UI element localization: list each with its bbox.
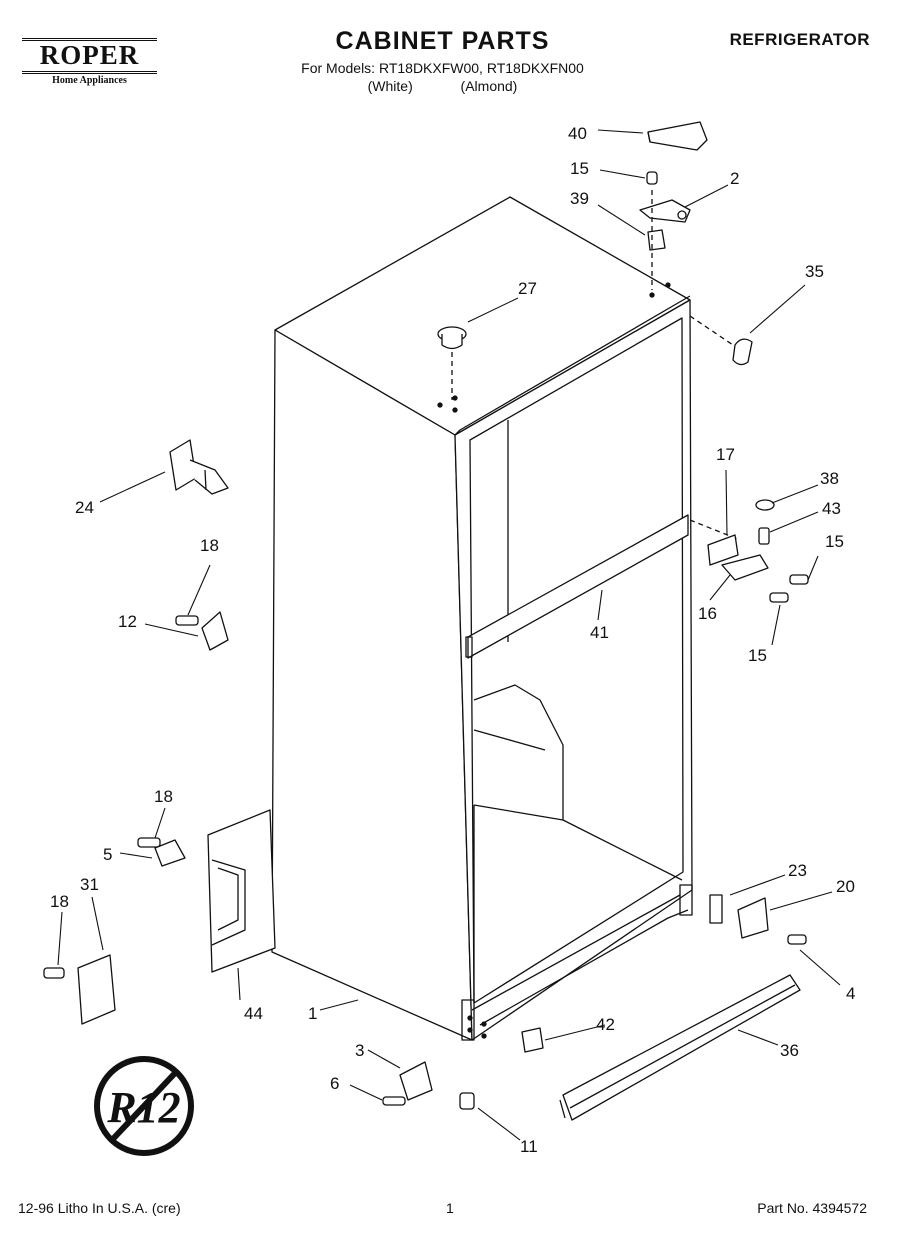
center-hinge-assembly [689, 499, 809, 603]
callout-5: 5 [103, 845, 112, 864]
callout-15-top: 15 [570, 159, 589, 178]
variant-white: (White) [367, 78, 413, 94]
callout-18-left: 18 [154, 787, 173, 806]
callout-12: 12 [118, 612, 137, 631]
no-r12-symbol [94, 1056, 194, 1156]
footer-page-number: 1 [446, 1200, 454, 1216]
callout-11: 11 [520, 1137, 538, 1156]
callout-4: 4 [846, 984, 855, 1003]
callout-2: 2 [730, 169, 739, 188]
brand-name: ROPER [22, 38, 157, 74]
door-stop [169, 439, 229, 495]
color-variants: (White) (Almond) [270, 78, 615, 94]
brand-subtitle: Home Appliances [52, 75, 127, 86]
footer-litho: 12-96 Litho In U.S.A. (cre) [18, 1200, 181, 1216]
callout-3: 3 [355, 1041, 364, 1060]
cabinet [271, 196, 693, 1041]
callout-1: 1 [308, 1004, 317, 1023]
top-hinge-assembly [639, 121, 708, 290]
callout-36: 36 [780, 1041, 799, 1060]
callout-38: 38 [820, 469, 839, 488]
callout-18-upper: 18 [200, 536, 219, 555]
callout-18-bottom: 18 [50, 892, 69, 911]
callout-numbers: 40 15 2 39 35 27 24 18 12 17 38 43 15 16… [50, 124, 855, 1156]
toe-grille [559, 974, 801, 1121]
handle-bracket-lower [137, 837, 186, 867]
callout-39: 39 [570, 189, 589, 208]
handle-bracket-upper [175, 611, 229, 651]
bottom-hinge-assembly [709, 894, 807, 945]
leveling-parts [382, 1061, 475, 1110]
callout-15-center: 15 [825, 532, 844, 551]
page-title: CABINET PARTS [335, 27, 550, 55]
hinge-cap [689, 315, 753, 366]
variant-almond: (Almond) [460, 78, 518, 94]
footer-part-number: Part No. 4394572 [757, 1200, 867, 1216]
roper-logo: ROPER Home Appliances [22, 38, 157, 86]
callout-42: 42 [596, 1015, 615, 1034]
callout-31: 31 [80, 875, 99, 894]
callout-35: 35 [805, 262, 824, 281]
callout-20: 20 [836, 877, 855, 896]
callout-23: 23 [788, 861, 807, 880]
callout-40: 40 [568, 124, 587, 143]
callout-6: 6 [330, 1074, 339, 1093]
appliance-category: REFRIGERATOR [729, 30, 870, 49]
plug-button [437, 326, 467, 400]
callout-15-lower: 15 [748, 646, 767, 665]
callout-43: 43 [822, 499, 841, 518]
callout-24: 24 [75, 498, 94, 517]
grille-clip [521, 1027, 544, 1053]
callout-16: 16 [698, 604, 717, 623]
leader-lines [57, 129, 841, 1141]
callout-41: 41 [590, 623, 609, 642]
callout-44: 44 [244, 1004, 263, 1023]
badge-label: R12 [106, 1083, 180, 1132]
callout-27: 27 [518, 279, 537, 298]
hinge-cover [43, 954, 116, 1025]
callout-17: 17 [716, 445, 735, 464]
model-numbers: For Models: RT18DKXFW00, RT18DKXFN00 [301, 60, 584, 76]
side-shield [207, 809, 276, 973]
